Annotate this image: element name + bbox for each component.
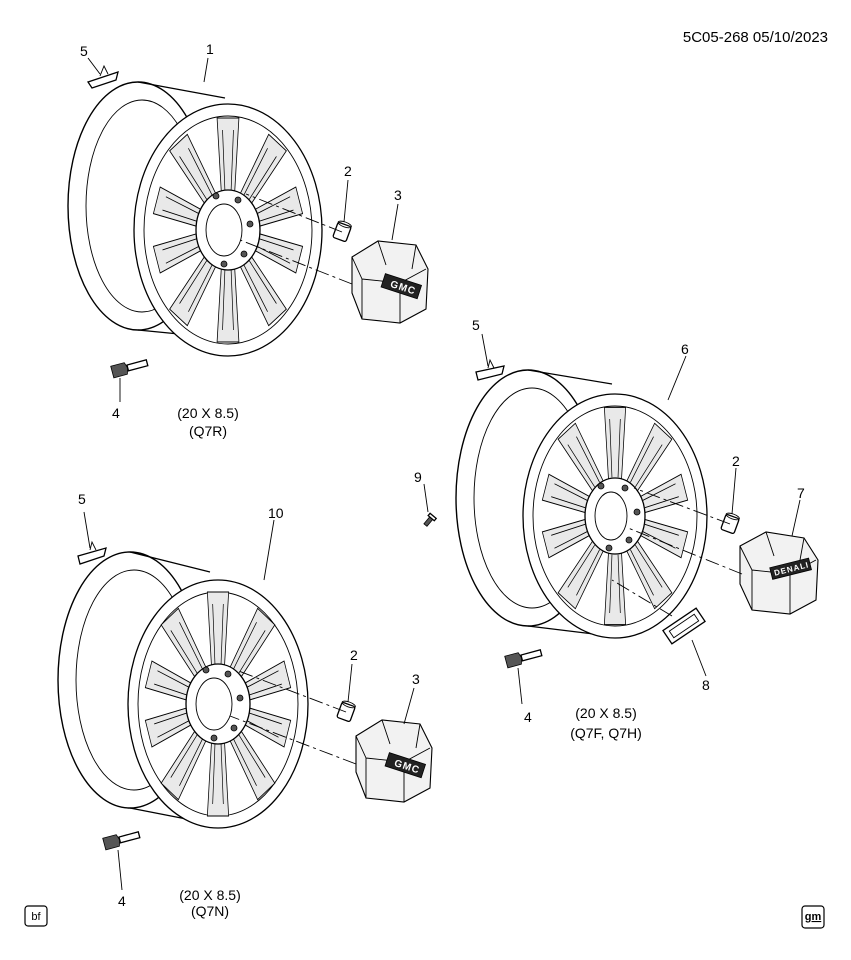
callout-5: 5	[78, 491, 86, 507]
callout-1: 1	[206, 41, 214, 57]
callout-2: 2	[350, 647, 358, 663]
callout-4: 4	[524, 709, 532, 725]
footer-tag-bf-label: bf	[31, 911, 41, 923]
callout-4: 4	[112, 405, 120, 421]
caption-code: (Q7N)	[191, 903, 229, 919]
callout-2: 2	[732, 453, 740, 469]
callout-9: 9	[414, 469, 422, 485]
caption-size: (20 X 8.5)	[177, 405, 238, 421]
callout-5: 5	[472, 317, 480, 333]
callout-7: 7	[797, 485, 805, 501]
wheel-assembly-q7n: GMC 5 10 2 3 4 (20 X 8.5) (Q7N)	[57, 491, 433, 919]
wheel-assembly-q7r: GMC 5 1 2 3 4 (20 X 8.5) (Q7R)	[67, 41, 429, 439]
caption-size: (20 X 8.5)	[575, 705, 636, 721]
wheel-assembly-q7f-q7h: DENALI 5 6 2 7 9 8 4 (20 X 8.5) (Q7F, Q7…	[414, 317, 819, 741]
caption-size: (20 X 8.5)	[179, 887, 240, 903]
callout-4: 4	[118, 893, 126, 909]
caption-code: (Q7F, Q7H)	[570, 725, 642, 741]
caption-code: (Q7R)	[189, 423, 227, 439]
callout-8: 8	[702, 677, 710, 693]
callout-2: 2	[344, 163, 352, 179]
footer-tag-bf: bf	[24, 905, 48, 927]
callout-3: 3	[394, 187, 402, 203]
gm-logo: gm	[801, 905, 825, 929]
gm-logo-label: gm	[805, 911, 822, 923]
diagram-code: 5C05-268 05/10/2023	[683, 29, 828, 46]
callout-5: 5	[80, 43, 88, 59]
callout-3: 3	[412, 671, 420, 687]
callout-6: 6	[681, 341, 689, 357]
callout-10: 10	[268, 505, 284, 521]
